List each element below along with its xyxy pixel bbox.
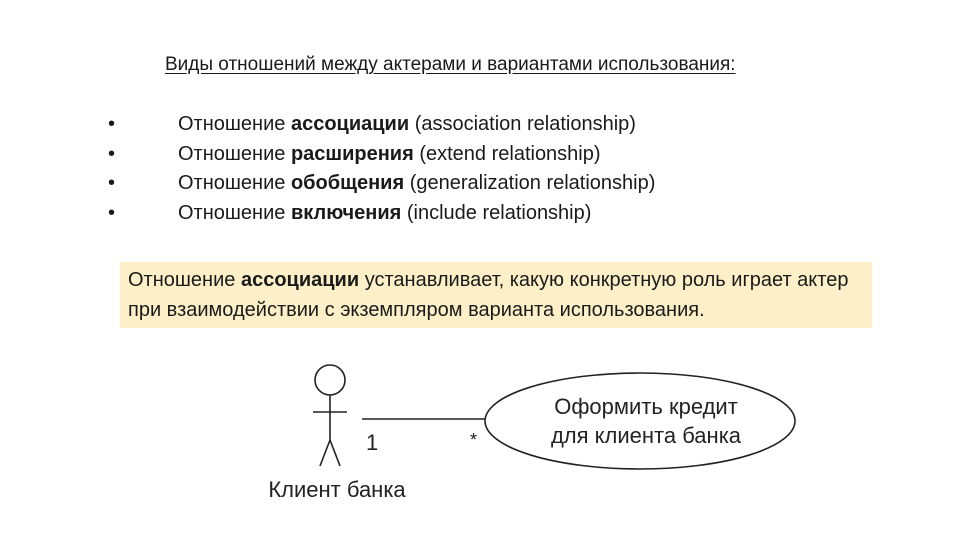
association-definition-note: Отношение ассоциации устанавливает, каку… (120, 262, 872, 328)
list-item-text: Отношение обобщения (generalization rela… (178, 172, 656, 194)
use-case-label-line2: для клиента банка (551, 423, 742, 448)
bullet-icon: • (108, 113, 116, 135)
use-case-ellipse (484, 372, 796, 470)
actor-right-leg (329, 439, 341, 467)
bullet-icon: • (108, 142, 116, 165)
bullet-icon: • (108, 172, 116, 194)
list-item-text: Отношение ассоциации (association relati… (178, 113, 636, 135)
multiplicity-actor-label: 1 (366, 430, 378, 455)
list-item-text: Отношение включения (include relationshi… (178, 201, 592, 224)
actor-label: Клиент банка (268, 477, 406, 502)
slide-title: Виды отношений между актерами и варианта… (165, 54, 736, 75)
actor-figure (313, 364, 347, 467)
use-case-label-line1: Оформить кредит (554, 394, 738, 419)
actor-head (314, 364, 346, 396)
bullet-icon: • (108, 201, 116, 224)
multiplicity-usecase-label: * (470, 430, 477, 450)
list-item-text: Отношение расширения (extend relationshi… (178, 142, 601, 165)
actor-left-leg (319, 439, 331, 467)
